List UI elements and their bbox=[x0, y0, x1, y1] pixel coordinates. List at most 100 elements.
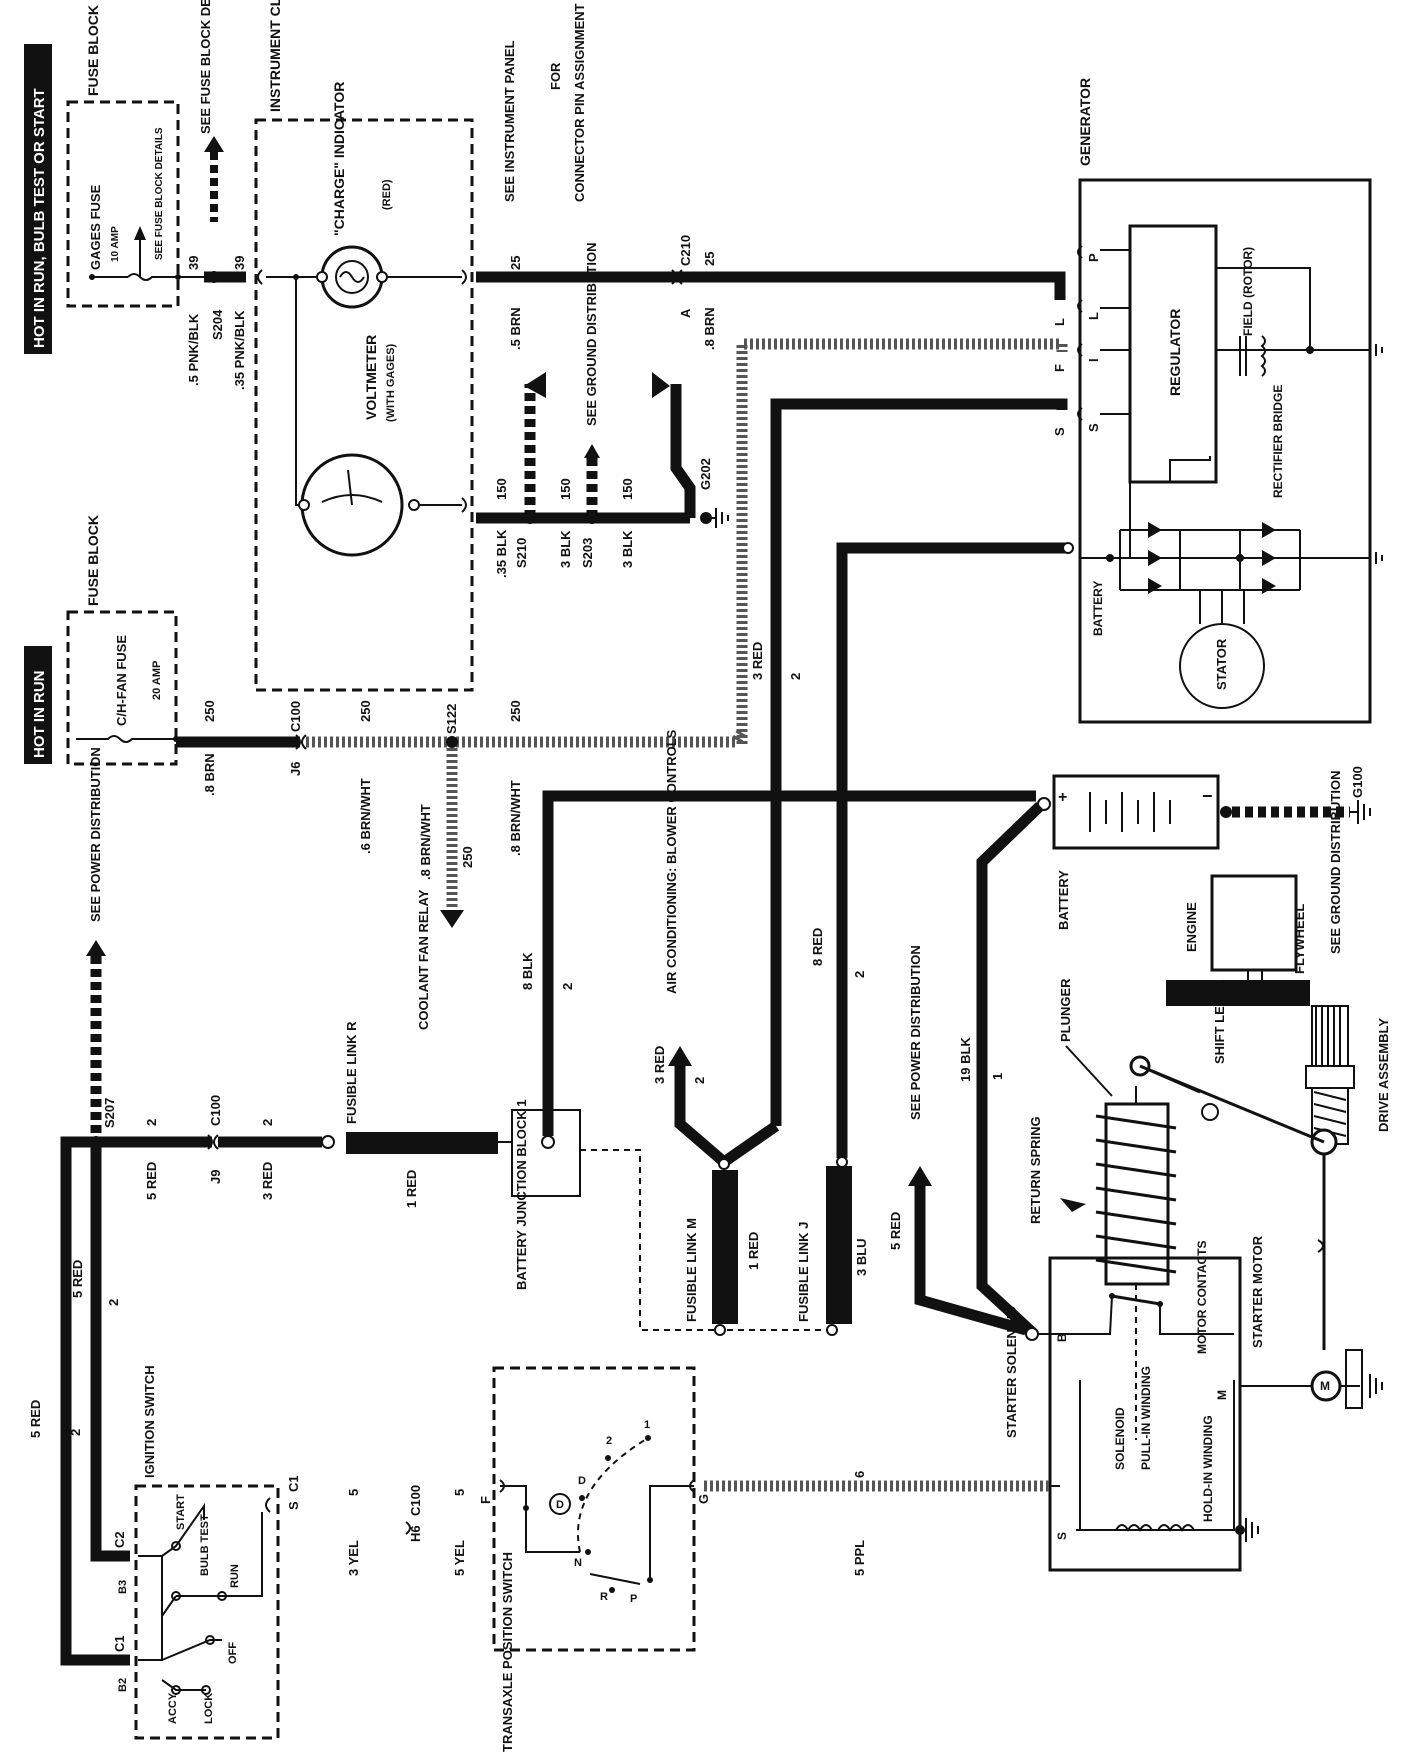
connector-icon bbox=[295, 734, 307, 750]
ignition-pos-bulb-test: BULB TEST bbox=[199, 1514, 211, 1576]
ignition-pos-lock: LOCK bbox=[203, 1693, 215, 1724]
wire-150-b: 150 bbox=[558, 478, 573, 500]
ground-icon bbox=[1369, 1374, 1383, 1398]
wire-250-d: 250 bbox=[460, 846, 475, 868]
gen-pin-p: P bbox=[1086, 253, 1101, 262]
banner-hot-run-bg bbox=[24, 646, 52, 764]
wire-5-a: 5 bbox=[346, 1489, 361, 1496]
transaxle-pos-d: D bbox=[578, 1475, 586, 1487]
transaxle-pin-g: G bbox=[696, 1494, 711, 1504]
solenoid-label: SOLENOID bbox=[1113, 1407, 1127, 1470]
transaxle-pos-d-circle: D bbox=[556, 1499, 564, 1511]
wire-yel-5: 5 YEL bbox=[452, 1540, 467, 1576]
connector-icon bbox=[671, 269, 683, 285]
connector-icon bbox=[405, 1521, 411, 1535]
diode-icon bbox=[1148, 522, 1162, 594]
solenoid-pin-b: B bbox=[1055, 1333, 1069, 1342]
wire-2-c: 2 bbox=[260, 1119, 275, 1126]
ground-label-g202: G202 bbox=[698, 458, 713, 490]
splice-s210 bbox=[524, 512, 536, 524]
regulator-label: REGULATOR bbox=[1167, 309, 1183, 396]
voltmeter-label: VOLTMETER bbox=[363, 335, 379, 420]
field-coil bbox=[1260, 335, 1266, 377]
ignition-pin-c1-b: C1 bbox=[286, 1475, 301, 1492]
generator-box bbox=[1078, 178, 1372, 724]
connector-pin-assignment: CONNECTOR PIN ASSIGNMENT bbox=[572, 3, 587, 202]
ground-icon bbox=[715, 508, 729, 528]
connector-h6: H6 bbox=[408, 1525, 423, 1542]
splice-label-s210: S210 bbox=[514, 538, 529, 568]
battery-minus: − bbox=[1202, 786, 1213, 806]
fusible-link-m bbox=[712, 1170, 738, 1324]
wire-red-8: 8 RED bbox=[810, 928, 825, 966]
transaxle-pos-2: 2 bbox=[606, 1435, 612, 1447]
solenoid-pin-s: S bbox=[1055, 1532, 1069, 1540]
connector-c210: C210 bbox=[678, 235, 693, 266]
banner-hot-run-bulb: HOT IN RUN, BULB TEST OR START bbox=[31, 88, 48, 348]
charge-indicator-label: "CHARGE" INDICATOR bbox=[331, 82, 347, 236]
wire-red-1: 1 RED bbox=[404, 1170, 419, 1208]
banner-hot-run-bulb-bg bbox=[24, 44, 52, 354]
transaxle-pos-p: P bbox=[630, 1593, 637, 1605]
wire-blk-35: .35 BLK bbox=[494, 529, 509, 578]
gen-pin-s: S bbox=[1086, 423, 1101, 432]
wire-2-f: 2 bbox=[560, 983, 575, 990]
gen-conn-l: L bbox=[1052, 318, 1067, 326]
connector-c100-c: C100 bbox=[408, 1485, 423, 1516]
solenoid-pin-m: M bbox=[1215, 1390, 1229, 1400]
fuse-block-top-title: FUSE BLOCK bbox=[85, 5, 101, 96]
ignition-pos-run: RUN bbox=[229, 1564, 241, 1588]
wire-red-5-c: 5 RED bbox=[28, 1400, 43, 1438]
gen-conn-f: F bbox=[1052, 364, 1067, 372]
fuse-block-mid-box bbox=[66, 610, 178, 766]
instrument-cluster-label: INSTRUMENT CLUSTER PRINTED CIRCUIT bbox=[267, 0, 283, 112]
ground-icon bbox=[1357, 800, 1371, 824]
battery-label: BATTERY bbox=[1056, 870, 1071, 930]
splice-j9: J9 bbox=[208, 1170, 223, 1184]
connector-icon bbox=[257, 269, 263, 285]
wire-2-h: 2 bbox=[852, 971, 867, 978]
shift-lever-label: SHIFT LEVER bbox=[1212, 979, 1227, 1064]
wire-brn-8: .8 BRN bbox=[702, 307, 717, 350]
wire-brn-8-b: .8 BRN bbox=[202, 753, 217, 796]
drive-gear bbox=[1311, 1005, 1349, 1067]
return-spring bbox=[1095, 1114, 1177, 1274]
return-spring-label: RETURN SPRING bbox=[1028, 1116, 1043, 1224]
wire-2-e: 2 bbox=[68, 1429, 83, 1436]
banner-hot-run: HOT IN RUN bbox=[31, 671, 48, 759]
connector-icon bbox=[265, 1497, 271, 1513]
wire-blk-3-a: 3 BLK bbox=[558, 530, 573, 568]
transaxle-switch-label: TRANSAXLE POSITION SWITCH bbox=[500, 1552, 515, 1752]
ground-arrow-icon bbox=[584, 444, 600, 458]
wire-red-3-b: 3 RED bbox=[260, 1162, 275, 1200]
wire-150-a: 150 bbox=[494, 478, 509, 500]
wire-25: 25 bbox=[508, 256, 523, 270]
wire-39-a: 39 bbox=[186, 256, 201, 270]
arrow-icon bbox=[1060, 1198, 1086, 1212]
connector-icon bbox=[461, 497, 467, 513]
see-fuse-block-details: SEE FUSE BLOCK DETAILS bbox=[198, 0, 213, 134]
connector-c210-a: A bbox=[678, 308, 693, 318]
plunger-label: PLUNGER bbox=[1058, 978, 1073, 1042]
see-power-distribution: SEE POWER DISTRIBUTION bbox=[88, 747, 103, 922]
fuse-block-mid-title: FUSE BLOCK bbox=[85, 515, 101, 606]
wire-brn-wht-8: .8 BRN/WHT bbox=[418, 804, 433, 880]
wire-2-d: 2 bbox=[106, 1299, 121, 1306]
ignition-pin-b3: B3 bbox=[117, 1580, 129, 1594]
wire-1: 1 bbox=[990, 1073, 1005, 1080]
starter-solenoid-box bbox=[1048, 1256, 1242, 1572]
transaxle-pin-f: F bbox=[478, 1496, 493, 1504]
wire-2-b: 2 bbox=[144, 1119, 159, 1126]
wire-2-a: 2 bbox=[788, 673, 803, 680]
ignition-pin-b2: B2 bbox=[117, 1678, 129, 1692]
wire-2-g: 2 bbox=[692, 1077, 707, 1084]
wire-250-a: 250 bbox=[202, 700, 217, 722]
splice-s204 bbox=[208, 271, 220, 283]
drive-assembly-label: DRIVE ASSEMBLY bbox=[1376, 1018, 1391, 1132]
connector-icon bbox=[461, 269, 467, 285]
splice-s203 bbox=[586, 512, 598, 524]
ch-fan-fuse-rating: 20 AMP bbox=[151, 661, 163, 700]
connector-c100-b: C100 bbox=[208, 1095, 223, 1126]
gages-fuse-rating: 10 AMP bbox=[110, 226, 121, 262]
wire-150-c: 150 bbox=[620, 478, 635, 500]
